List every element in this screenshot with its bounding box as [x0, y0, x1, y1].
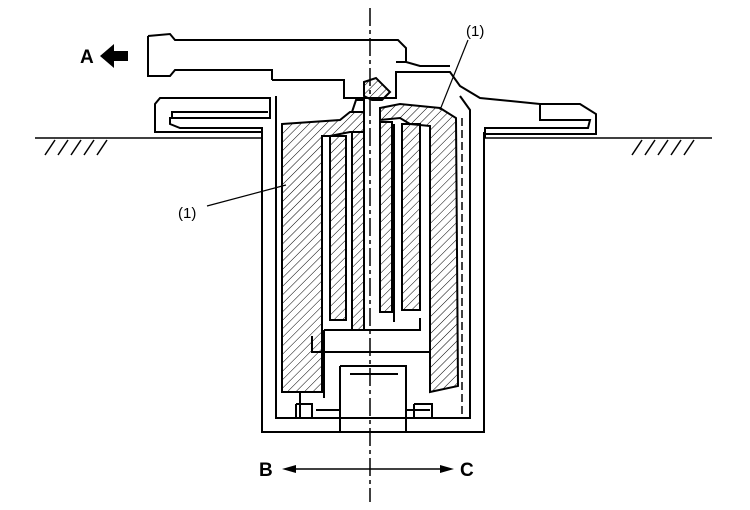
ground-left	[35, 137, 262, 156]
inner-core	[295, 99, 433, 432]
flange	[154, 71, 597, 138]
filter-element-right	[363, 76, 460, 394]
label-a: A	[80, 47, 94, 68]
outlet-pipe	[147, 32, 450, 80]
label-b: B	[259, 460, 273, 481]
filter-element-left	[281, 111, 365, 393]
label-part-left: (1)	[178, 205, 196, 222]
ground-right	[485, 137, 712, 156]
housing	[261, 95, 485, 433]
leader-left	[206, 184, 287, 207]
label-part-top: (1)	[466, 23, 484, 40]
label-c: C	[460, 460, 474, 481]
arrow-bc	[282, 465, 454, 473]
arrow-a-icon	[100, 44, 128, 68]
leader-top	[439, 39, 469, 111]
